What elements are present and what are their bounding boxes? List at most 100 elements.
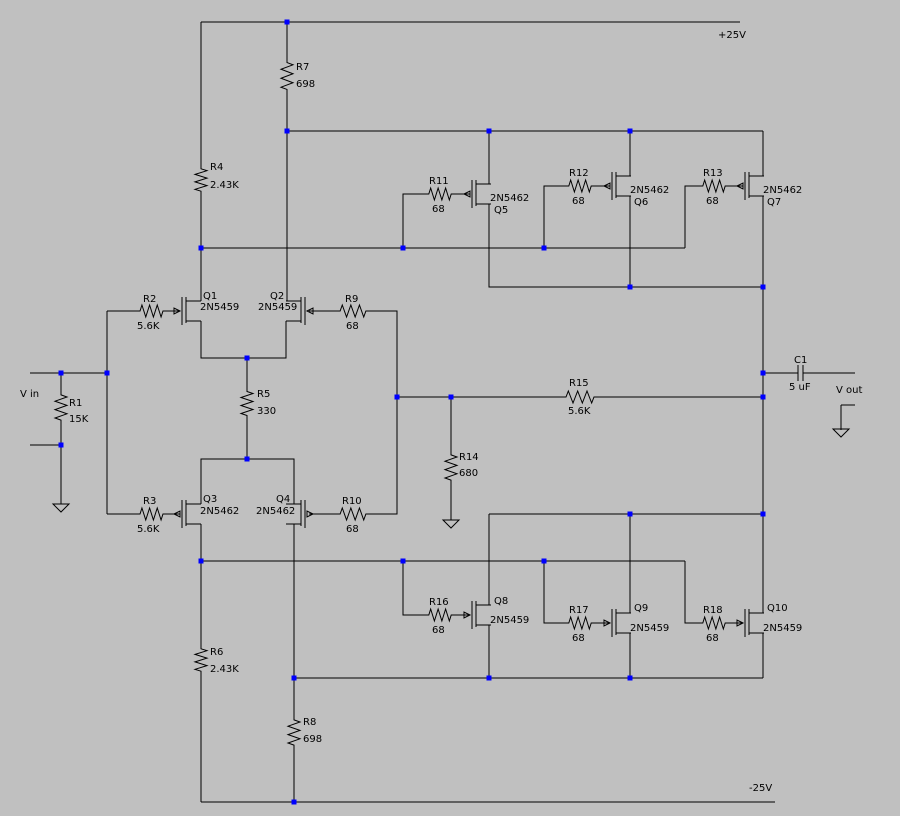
resistor-r2-zigzag	[131, 303, 172, 319]
r11-ref: R11	[429, 176, 449, 187]
jfet-q6	[602, 172, 631, 200]
wire	[402, 193, 420, 248]
ground-vin-symbol	[51, 503, 71, 513]
junction-dot	[284, 128, 290, 134]
r7-value: 698	[296, 79, 315, 90]
r10-value: 68	[346, 524, 359, 535]
r13-value: 68	[706, 196, 719, 207]
ground-vout-symbol	[831, 428, 851, 438]
r5-value: 330	[257, 406, 276, 417]
junction-dot	[400, 245, 406, 251]
r14-ref: R14	[459, 452, 479, 463]
wire	[376, 310, 398, 515]
resistor-r3-zigzag	[131, 506, 172, 522]
junctions	[58, 19, 766, 805]
jfet-q3-arrow	[172, 510, 181, 518]
capacitor-c1	[797, 365, 804, 381]
resistor-r17-zigzag	[560, 615, 600, 631]
junction-dot	[760, 284, 766, 290]
junction-dot	[291, 675, 297, 681]
jfet-q9	[603, 609, 631, 637]
junction-dot	[104, 370, 110, 376]
junction-dot	[760, 511, 766, 517]
jfet-q3	[172, 500, 201, 528]
pos-rail-label: +25V	[718, 30, 746, 41]
junction-dot	[244, 355, 250, 361]
junction-dot	[291, 799, 297, 805]
wire	[684, 561, 694, 624]
resistor-r13	[694, 178, 734, 194]
labels: +25V -25V V in V out R1 15K R2 5.6K R3 5…	[20, 30, 862, 794]
q1-value: 2N5459	[200, 302, 239, 313]
r10-ref: R10	[342, 496, 362, 507]
jfet-q4	[286, 500, 315, 528]
jfet-q8-arrow	[463, 611, 472, 619]
jfet-q5	[462, 180, 491, 208]
wire	[402, 561, 420, 616]
r11-value: 68	[432, 204, 445, 215]
q10-value: 2N5459	[763, 623, 802, 634]
resistor-r7-zigzag	[279, 52, 295, 100]
r15-value: 5.6K	[568, 406, 591, 417]
r4-ref: R4	[210, 162, 223, 173]
jfet-q4-arrow	[306, 510, 315, 518]
junction-dot	[541, 558, 547, 564]
resistor-r4-zigzag	[193, 160, 209, 200]
resistor-r11-zigzag	[420, 186, 460, 202]
junction-dot	[486, 675, 492, 681]
junction-dot	[760, 394, 766, 400]
resistor-r10-zigzag	[330, 506, 376, 522]
ground-r14-symbol	[441, 519, 461, 529]
r15-ref: R15	[569, 378, 589, 389]
r17-ref: R17	[569, 605, 589, 616]
r6-ref: R6	[210, 647, 223, 658]
wire	[200, 321, 287, 359]
ground-vin	[51, 490, 71, 513]
resistor-r6	[193, 640, 209, 680]
wires	[30, 21, 855, 803]
resistor-r4	[193, 160, 209, 200]
resistor-r1	[53, 385, 69, 430]
jfet-q1	[173, 297, 201, 325]
jfet-q2-arrow	[305, 307, 314, 315]
resistor-r9	[330, 303, 376, 319]
r8-ref: R8	[303, 717, 316, 728]
r17-value: 68	[572, 633, 585, 644]
resistor-r9-zigzag	[330, 303, 376, 319]
r1-ref: R1	[69, 398, 82, 409]
r3-value: 5.6K	[137, 524, 160, 535]
resistor-r14-zigzag	[443, 445, 459, 490]
resistor-r14	[443, 445, 459, 490]
r12-value: 68	[572, 196, 585, 207]
q3-value: 2N5462	[200, 506, 239, 517]
resistor-r13-zigzag	[694, 178, 734, 194]
jfet-q10-arrow	[736, 619, 745, 627]
junction-dot	[198, 558, 204, 564]
jfet-q1-arrow	[173, 307, 182, 315]
resistor-r1-zigzag	[53, 385, 69, 430]
jfet-q8	[463, 601, 491, 629]
q4-ref: Q4	[276, 494, 290, 505]
junction-dot	[627, 511, 633, 517]
jfet-q7	[735, 172, 764, 200]
q3-ref: Q3	[203, 494, 217, 505]
resistor-r12-zigzag	[560, 178, 600, 194]
c1-value: 5 uF	[789, 382, 811, 393]
q7-ref: Q7	[767, 197, 781, 208]
junction-dot	[627, 675, 633, 681]
junction-dot	[58, 442, 64, 448]
q1-ref: Q1	[203, 291, 217, 302]
q8-value: 2N5459	[490, 615, 529, 626]
r7-ref: R7	[296, 62, 309, 73]
resistor-r11	[420, 186, 460, 202]
r2-ref: R2	[143, 294, 156, 305]
q9-value: 2N5459	[630, 623, 669, 634]
junction-dot	[394, 394, 400, 400]
resistor-r2	[131, 303, 172, 319]
r13-ref: R13	[703, 168, 723, 179]
junction-dot	[284, 19, 290, 25]
resistor-r5-zigzag	[239, 382, 255, 425]
wire	[488, 204, 763, 288]
